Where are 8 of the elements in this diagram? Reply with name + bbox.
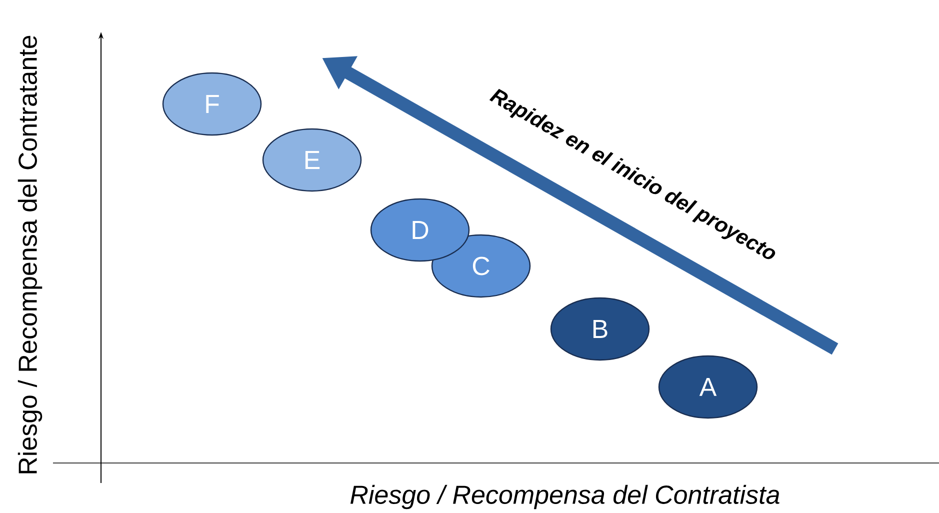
axis-label: Riesgo / Recompensa del Contratista (350, 484, 780, 510)
ellipse-node: B (550, 297, 650, 361)
ellipse-node: A (658, 355, 758, 419)
ellipse-node: E (262, 128, 362, 192)
ellipse-node: F (162, 72, 262, 136)
axis-label: Riesgo / Recompensa del Contratante (18, 36, 42, 474)
ellipse-node: C (431, 234, 531, 298)
ellipse-node: D (370, 198, 470, 262)
